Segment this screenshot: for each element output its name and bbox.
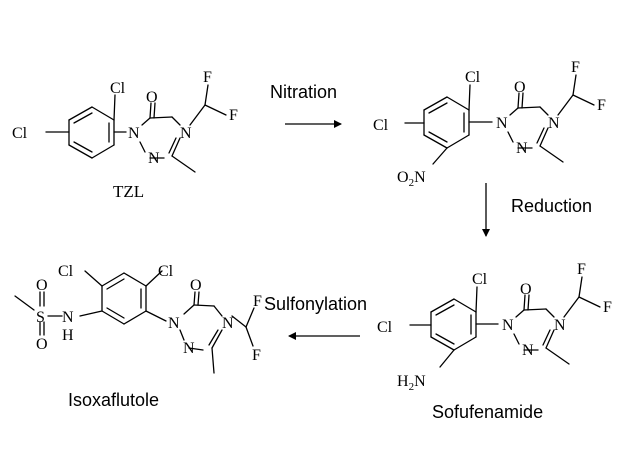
nitro-group: O2N [397,169,426,189]
atom-n: N [548,115,560,132]
compound-label-isoxaflutole: Isoxaflutole [68,390,159,410]
atom-o: O [146,89,158,106]
atom-f: F [597,97,606,114]
atom-n: N [180,125,192,142]
atom-cl: Cl [472,271,488,288]
atom-n: N [183,340,195,357]
atom-o: O [36,277,48,294]
atom-o: O [520,281,532,298]
amine-group: H2N [397,373,426,393]
atom-n: N [168,315,180,332]
compound-label-tzl: TZL [113,182,144,201]
atom-n: N [496,115,508,132]
atom-n: N [554,317,566,334]
atom-n: N [128,125,140,142]
atom-o: O [514,79,526,96]
atom-f: F [203,69,212,86]
atom-s: S [36,309,45,326]
molecule-isoxaflutole: Cl Cl N H S O O O N N N F F Isoxaflutole [14,263,262,410]
atom-cl: Cl [377,319,393,336]
atom-f: F [229,107,238,124]
atom-n: N [222,315,234,332]
molecule-sofufenamide: Cl Cl O N N N F F H2N Sofufenamide [377,261,612,422]
atom-o: O [36,336,48,353]
molecule-nitro-intermediate: Cl Cl O N N N F F O2N [373,59,606,189]
atom-n: N [62,309,74,326]
atom-o: O [190,277,202,294]
atom-cl: Cl [465,69,481,86]
molecule-tzl: Cl Cl O N N N F F TZL [12,69,238,201]
atom-f: F [253,293,262,310]
atom-cl: Cl [110,80,126,97]
atom-cl: Cl [373,117,389,134]
atom-cl: Cl [12,125,28,142]
atom-n: N [522,342,534,359]
step-label-reduction: Reduction [511,196,592,216]
step-label-nitration: Nitration [270,82,337,102]
compound-label-sofufenamide: Sofufenamide [432,402,543,422]
atom-n: N [502,317,514,334]
atom-f: F [577,261,586,278]
atom-f: F [603,299,612,316]
atom-cl: Cl [58,263,74,280]
step-label-sulfonylation: Sulfonylation [264,294,367,314]
atom-cl: Cl [158,263,174,280]
atom-h: H [62,327,74,344]
atom-f: F [571,59,580,76]
atom-f: F [252,347,261,364]
atom-n: N [516,140,528,157]
atom-n: N [148,150,160,167]
